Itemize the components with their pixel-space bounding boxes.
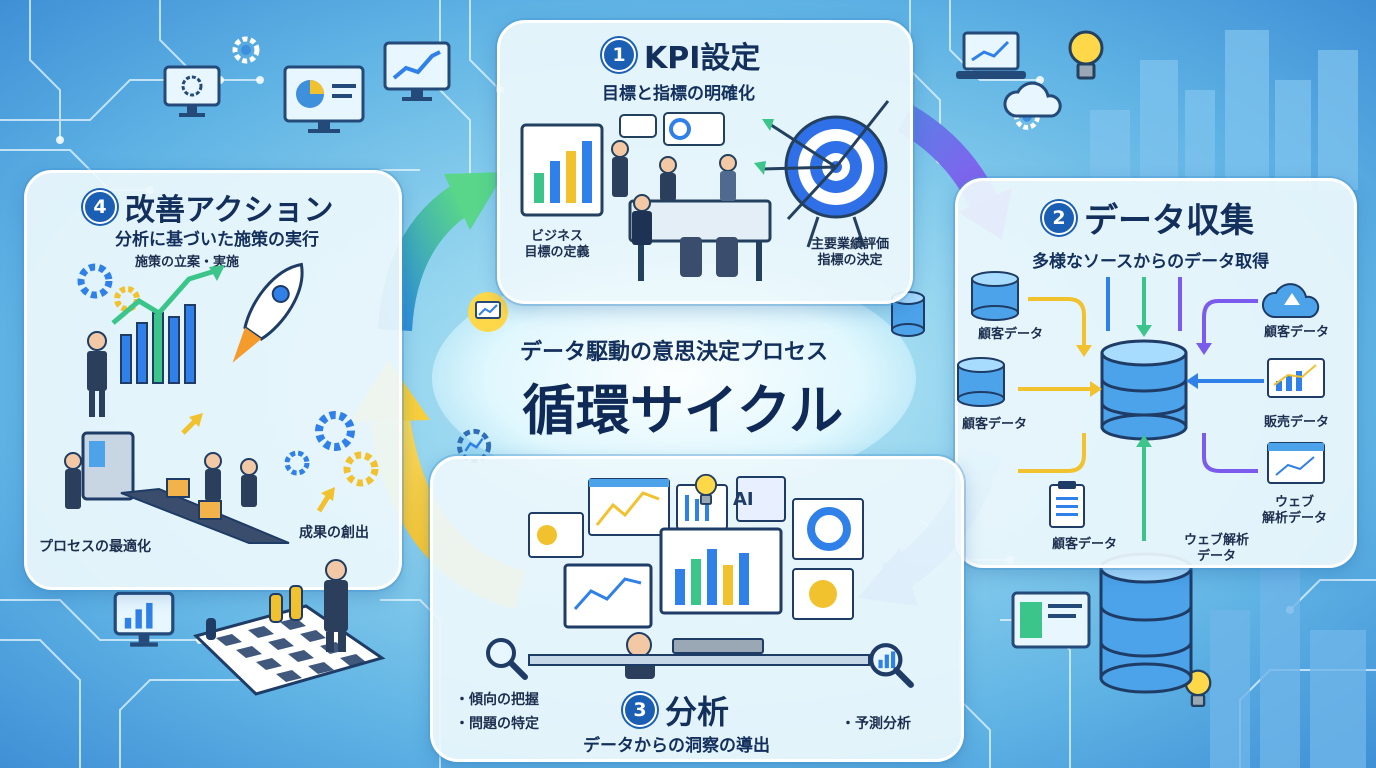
pie-chart-icon xyxy=(283,65,365,133)
analysis-illustration xyxy=(528,476,870,679)
monitor-icon xyxy=(163,65,221,117)
step-number-badge: 4 xyxy=(83,190,117,224)
cycle-title: 循環サイクル xyxy=(522,379,844,442)
magnifier-icon xyxy=(486,638,528,680)
target-icon xyxy=(754,100,890,248)
cycle-subtitle: データ駆動の意思決定プロセス xyxy=(520,340,829,365)
step-number-badge: 2 xyxy=(1042,200,1076,235)
improvement-label-bottom-right: 成果の創出 xyxy=(299,525,369,541)
data-flow-illustration xyxy=(957,271,1325,541)
source-label: 販売データ xyxy=(1264,415,1330,430)
improvement-illustration xyxy=(64,262,379,544)
analysis-title: 分析 xyxy=(665,693,730,731)
kpi-title: KPI設定 xyxy=(644,41,761,76)
step-number-badge: 1 xyxy=(602,38,636,72)
source-label: 顧客データ xyxy=(1052,537,1118,552)
analysis-bullet: ・予測分析 xyxy=(841,716,911,732)
step-number-badge: 3 xyxy=(623,693,657,727)
source-label: 顧客データ xyxy=(1264,325,1330,340)
source-label: 顧客データ xyxy=(962,417,1028,432)
source-label: ウェブ 解析データ xyxy=(1262,495,1328,527)
cloud-icon xyxy=(1003,81,1062,118)
kpi-label-left: ビジネス 目標の定義 xyxy=(524,229,590,261)
city-icon xyxy=(1090,30,1358,190)
improvement-title: 改善アクション xyxy=(125,193,334,228)
laptop-icon xyxy=(956,31,1026,79)
city-icon xyxy=(1210,560,1366,768)
improvement-label-bottom-left: プロセスの最適化 xyxy=(39,539,151,555)
analysis-bullet: ・傾向の把握 xyxy=(455,692,539,708)
clipboard-icon xyxy=(1049,481,1085,528)
analysis-bullet: ・問題の特定 xyxy=(455,716,539,732)
monitor-icon xyxy=(1011,591,1091,649)
line-chart-icon xyxy=(383,41,451,101)
database-icon xyxy=(1099,552,1193,694)
ai-screen-label: AI xyxy=(733,489,754,510)
data-collection-subtitle: 多様なソースからのデータ取得 xyxy=(1032,252,1270,272)
data-collection-title: データ収集 xyxy=(1084,201,1254,241)
lightbulb-icon xyxy=(1068,30,1104,80)
gear-icon xyxy=(232,36,260,64)
rocket-icon xyxy=(232,262,304,363)
monitor-icon xyxy=(113,591,175,647)
improvement-subtitle: 分析に基づいた施策の実行 xyxy=(115,230,319,250)
improvement-label-top: 施策の立案・実施 xyxy=(135,255,240,270)
kpi-label-right: 主要業績評価 指標の決定 xyxy=(810,237,889,269)
source-label: 顧客データ xyxy=(978,327,1044,342)
magnifier-icon xyxy=(869,643,914,688)
meeting-illustration xyxy=(520,112,772,281)
lightbulb-icon xyxy=(694,473,718,505)
gear-icon xyxy=(77,263,140,312)
analysis-subtitle: データからの洞察の導出 xyxy=(583,736,770,756)
cloud-icon xyxy=(1262,283,1320,318)
chess-icon xyxy=(193,559,386,696)
source-label: ウェブ解析 データ xyxy=(1184,533,1250,565)
monitor-icon xyxy=(468,292,508,332)
kpi-subtitle: 目標と指標の明確化 xyxy=(602,84,755,104)
gear-icon xyxy=(284,411,379,487)
